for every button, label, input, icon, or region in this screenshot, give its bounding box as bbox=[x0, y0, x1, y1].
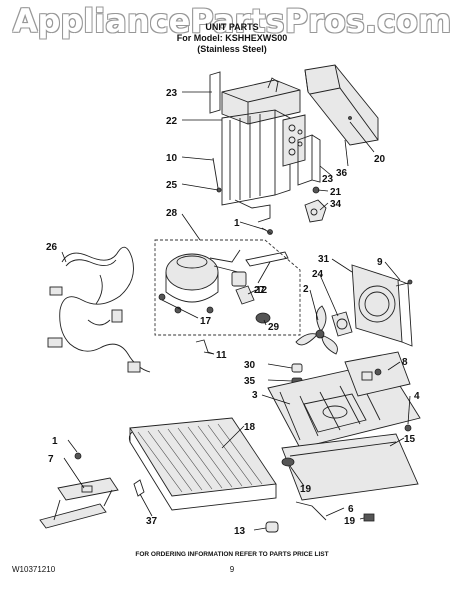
callout-2: 2 bbox=[303, 284, 309, 295]
electrical-bracket-drawing bbox=[344, 351, 411, 397]
callout-20: 20 bbox=[374, 154, 386, 165]
drain-tube-drawing bbox=[265, 501, 327, 533]
callout-17: 17 bbox=[200, 316, 212, 327]
callout-7: 7 bbox=[48, 454, 54, 465]
watermark: AppliancePartsPros.com bbox=[12, 2, 452, 40]
callout-9: 9 bbox=[377, 257, 383, 268]
fan-shroud-drawing bbox=[351, 264, 413, 347]
callout-21: 21 bbox=[330, 187, 342, 198]
condenser-frame-drawing bbox=[209, 71, 306, 223]
callout-6: 6 bbox=[348, 504, 354, 515]
callout-19-upper: 19 bbox=[300, 484, 312, 495]
ordering-note: FOR ORDERING INFORMATION REFER TO PARTS … bbox=[135, 551, 329, 558]
clip-37-drawing bbox=[133, 479, 145, 497]
callout-29: 29 bbox=[268, 322, 280, 333]
callout-12: 12 bbox=[256, 285, 268, 296]
access-cover-drawing bbox=[281, 433, 419, 522]
callout-25: 25 bbox=[166, 180, 178, 191]
finish-line: (Stainless Steel) bbox=[197, 44, 267, 54]
bracket-and-clip-drawing bbox=[297, 134, 327, 223]
callout-34: 34 bbox=[330, 199, 342, 210]
callout-13: 13 bbox=[234, 526, 246, 537]
leader-lines bbox=[61, 91, 411, 531]
callout-1-upper: 1 bbox=[234, 218, 240, 229]
model-line: For Model: KSHHEXWS00 bbox=[176, 33, 288, 43]
callout-35: 35 bbox=[244, 376, 256, 387]
screw-4-drawing bbox=[404, 424, 412, 432]
callout-19-lower: 19 bbox=[344, 516, 356, 527]
diagram-title: UNIT PARTS bbox=[205, 22, 259, 32]
callout-31: 31 bbox=[318, 254, 330, 265]
callout-37: 37 bbox=[146, 516, 158, 527]
callout-4: 4 bbox=[414, 391, 420, 402]
callout-11: 11 bbox=[216, 350, 227, 361]
callout-8: 8 bbox=[402, 357, 408, 368]
diagram-title-block: UNIT PARTS For Model: KSHHEXWS00 (Stainl… bbox=[0, 22, 464, 55]
wiring-harness-drawing bbox=[47, 246, 151, 373]
fan-motor-drawing bbox=[331, 311, 353, 337]
page-number: 9 bbox=[229, 565, 235, 574]
callout-26: 26 bbox=[46, 242, 58, 253]
callout-15: 15 bbox=[404, 434, 416, 445]
channel-cover-drawing bbox=[304, 64, 379, 146]
callout-24: 24 bbox=[312, 269, 324, 280]
callout-22: 22 bbox=[166, 116, 178, 127]
document-number: W10371210 bbox=[12, 565, 56, 574]
compressor-assembly-drawing bbox=[154, 227, 301, 336]
fan-blade-drawing bbox=[295, 305, 338, 355]
condenser-coil-drawing bbox=[128, 417, 277, 511]
callout-30: 30 bbox=[244, 360, 256, 371]
callout-labels: 23 22 10 25 28 1 26 27 12 17 29 11 20 36… bbox=[46, 88, 420, 537]
callout-36: 36 bbox=[336, 168, 348, 179]
callout-18: 18 bbox=[244, 422, 256, 433]
callout-23-right: 23 bbox=[322, 174, 334, 185]
callout-28: 28 bbox=[166, 208, 178, 219]
callout-1-lower: 1 bbox=[52, 436, 58, 447]
callout-23-top: 23 bbox=[166, 88, 178, 99]
callout-27: 27 bbox=[254, 285, 266, 296]
rail-bracket-drawing bbox=[39, 452, 119, 529]
callout-10: 10 bbox=[166, 153, 178, 164]
callout-3: 3 bbox=[252, 390, 258, 401]
part-30-drawing bbox=[291, 363, 303, 373]
